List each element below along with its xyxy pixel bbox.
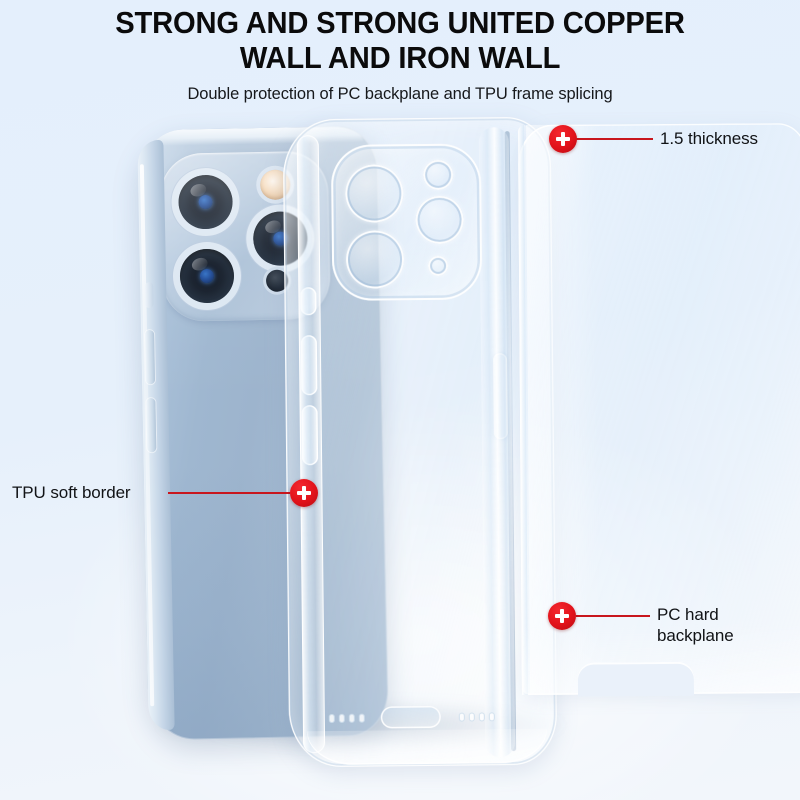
volume-down-button	[146, 398, 157, 453]
leader-line-thickness	[575, 138, 653, 140]
callout-label-tpu-border: TPU soft border	[12, 483, 131, 502]
flash-ring	[422, 159, 454, 191]
leader-line-tpu-border	[168, 492, 290, 494]
callout-label-thickness: 1.5 thickness	[660, 129, 758, 148]
sensor-ring	[427, 255, 449, 276]
case-camera-cutout	[330, 143, 483, 301]
leader-line-pc-backplane	[576, 615, 650, 617]
plus-icon	[549, 125, 577, 153]
camera-lens-icon	[179, 248, 235, 304]
lens-ring	[345, 164, 404, 223]
case-frame	[282, 116, 558, 768]
speaker-grille-right	[458, 712, 495, 722]
case-bottom-lip	[306, 728, 548, 766]
speaker-grille-left	[328, 713, 365, 724]
camera-lens-icon	[178, 174, 234, 230]
plus-icon	[290, 479, 318, 507]
volume-up-button	[145, 330, 156, 385]
page-title: STRONG AND STRONG UNITED COPPER WALL AND…	[115, 5, 685, 75]
backplane-bottom-notch	[577, 661, 695, 697]
charging-port-cutout	[380, 705, 441, 729]
callout-label-pc-backplane: PC hard backplane	[657, 605, 734, 646]
case-left-spine	[296, 135, 326, 754]
plus-icon	[548, 602, 576, 630]
lens-ring	[345, 230, 405, 289]
page-subtitle: Double protection of PC backplane and TP…	[187, 84, 613, 103]
lens-ring	[415, 195, 464, 245]
mute-switch	[145, 282, 154, 309]
